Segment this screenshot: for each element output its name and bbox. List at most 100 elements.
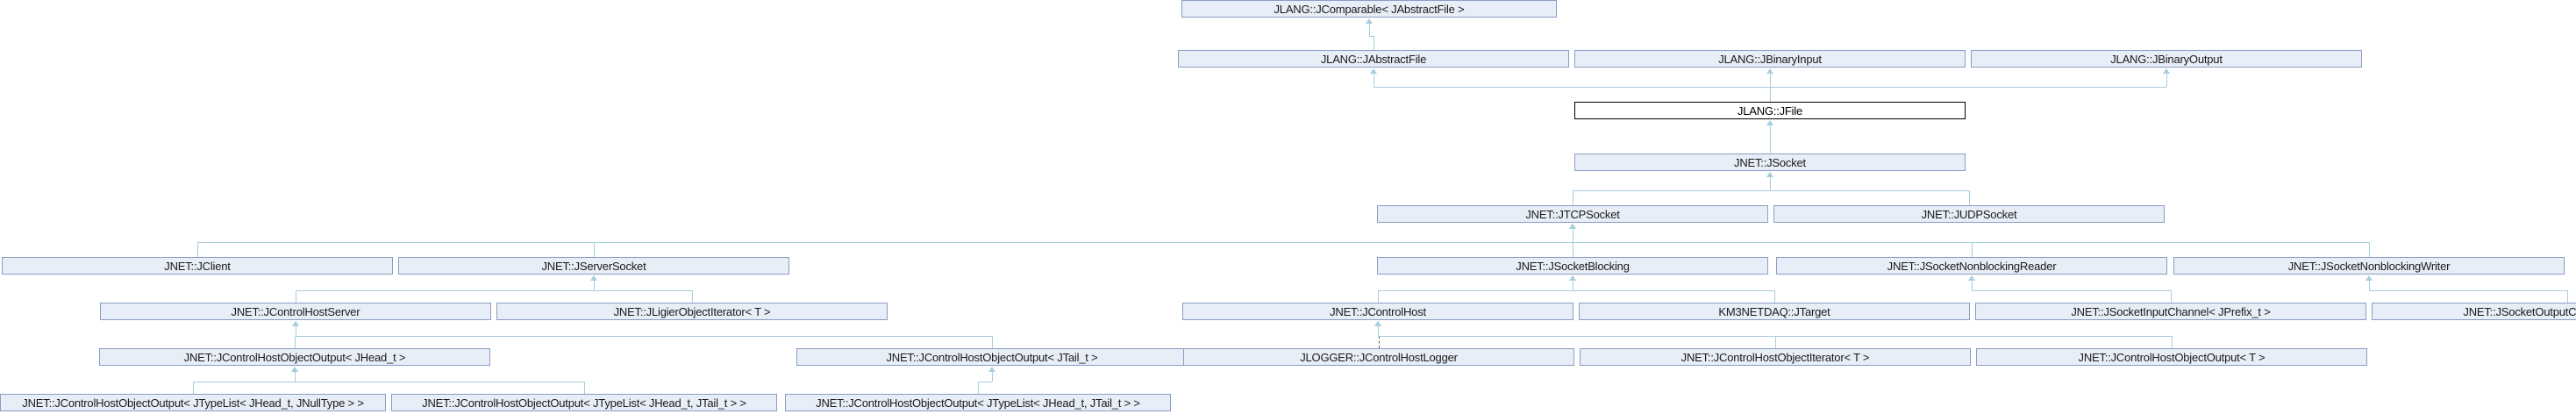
edge-segment <box>2369 242 2370 257</box>
class-node-n24[interactable]: JNET::JControlHostObjectOutput< JTypeLis… <box>0 394 386 411</box>
class-node-label: JNET::JControlHost <box>1330 304 1426 318</box>
class-node-label: JNET::JLigierObjectIterator< T > <box>613 304 771 318</box>
edge-segment <box>978 382 979 394</box>
class-node-label: JNET::JClient <box>164 259 231 273</box>
edge-segment <box>594 242 1573 243</box>
edge-segment <box>584 382 585 394</box>
class-node-n19[interactable]: JNET::JControlHostObjectOutput< JHead_t … <box>99 348 490 366</box>
class-node-n16[interactable]: KM3NETDAQ::JTarget <box>1579 303 1970 320</box>
edge-segment <box>1774 290 1775 303</box>
class-node-label: KM3NETDAQ::JTarget <box>1718 304 1830 318</box>
class-node-label: JNET::JControlHostObjectOutput< JHead_t … <box>183 350 406 364</box>
inheritance-arrow <box>2163 68 2170 74</box>
class-node-n23[interactable]: JNET::JControlHostObjectOutput< T > <box>1976 348 2367 366</box>
edge-segment <box>692 290 693 303</box>
class-node-n7[interactable]: JNET::JUDPSocket <box>1773 205 2165 223</box>
class-node-label: JNET::JControlHostObjectOutput< JTypeLis… <box>422 396 746 410</box>
class-node-n3[interactable]: JLANG::JBinaryOutput <box>1971 50 2362 68</box>
class-node-n20[interactable]: JNET::JControlHostObjectOutput< JTail_t … <box>796 348 1188 366</box>
edge-segment <box>992 336 993 348</box>
edge-segment <box>1972 280 1973 290</box>
inheritance-arrow <box>1374 321 1381 326</box>
edge-segment <box>2171 290 2172 303</box>
inheritance-arrow <box>1766 68 1773 74</box>
edge-segment <box>1972 242 1973 257</box>
edge-segment <box>1369 36 1374 37</box>
edge-segment <box>296 336 992 337</box>
class-node-n12[interactable]: JNET::JSocketNonblockingWriter <box>2173 257 2565 275</box>
class-node-n21[interactable]: JLOGGER::JControlHostLogger <box>1183 348 1574 366</box>
class-node-n9[interactable]: JNET::JServerSocket <box>398 257 789 275</box>
class-node-n13[interactable]: JNET::JControlHostServer <box>100 303 491 320</box>
edge-segment <box>992 371 993 382</box>
edge-segment <box>1573 242 2369 243</box>
class-node-n10[interactable]: JNET::JSocketBlocking <box>1377 257 1768 275</box>
class-node-n15[interactable]: JNET::JControlHost <box>1182 303 1573 320</box>
edge-segment <box>2369 280 2370 290</box>
edge-segment <box>1378 290 1573 291</box>
class-node-label: JLANG::JBinaryInput <box>1718 52 1822 66</box>
class-node-label: JNET::JControlHostObjectOutput< JTail_t … <box>886 350 1098 364</box>
edge-segment <box>594 280 595 290</box>
inheritance-arrow <box>291 367 298 372</box>
edge-segment <box>2172 336 2173 348</box>
class-node-label: JNET::JSocketInputChannel< JPrefix_t > <box>2071 304 2271 318</box>
inheritance-arrow <box>590 275 597 281</box>
edge-segment <box>1573 290 1774 291</box>
inheritance-arrow <box>1766 172 1773 177</box>
edge-segment <box>1770 73 1771 87</box>
class-node-label: JNET::JControlHostServer <box>231 304 360 318</box>
edge-segment <box>295 371 296 382</box>
edge-segment <box>2567 290 2568 303</box>
class-node-label: JNET::JSocketNonblockingWriter <box>2287 259 2451 273</box>
class-node-n11[interactable]: JNET::JSocketNonblockingReader <box>1776 257 2167 275</box>
inheritance-arrow <box>1370 68 1377 74</box>
class-node-n25[interactable]: JNET::JControlHostObjectOutput< JTypeLis… <box>391 394 777 411</box>
edge-segment <box>1374 87 1770 88</box>
edge-segment <box>197 242 198 257</box>
class-node-label: JNET::JSocket <box>1734 155 1806 169</box>
edge-segment <box>1573 190 1770 191</box>
inheritance-arrow <box>1569 275 1576 281</box>
edge-segment <box>1770 125 1771 139</box>
edge-segment <box>1770 87 2166 88</box>
class-node-n17[interactable]: JNET::JSocketInputChannel< JPrefix_t > <box>1975 303 2366 320</box>
edge-segment <box>594 290 692 291</box>
inheritance-arrow <box>1366 18 1373 24</box>
class-node-n26[interactable]: JNET::JControlHostObjectOutput< JTypeLis… <box>785 394 1171 411</box>
class-node-label: JNET::JControlHostObjectIterator< T > <box>1680 350 1870 364</box>
class-node-label: JLANG::JFile <box>1737 104 1803 118</box>
class-node-label: JNET::JControlHostObjectOutput< T > <box>2078 350 2266 364</box>
inheritance-arrow <box>1766 120 1773 125</box>
edge-segment <box>2369 290 2567 291</box>
class-node-n14[interactable]: JNET::JLigierObjectIterator< T > <box>496 303 888 320</box>
edge-segment <box>295 336 296 348</box>
inheritance-arrow <box>1569 224 1576 229</box>
edge-segment <box>594 242 595 257</box>
class-node-label: JLOGGER::JControlHostLogger <box>1300 350 1458 364</box>
class-node-n4[interactable]: JLANG::JFile <box>1574 102 1966 119</box>
edge-segment <box>1378 325 1379 336</box>
edge-segment <box>1378 336 2172 337</box>
edge-segment <box>1369 23 1370 36</box>
class-node-n1[interactable]: JLANG::JAbstractFile <box>1178 50 1569 68</box>
edge-segment <box>1969 190 1970 205</box>
class-node-n18[interactable]: JNET::JSocketOutputChannel< JPrefix_t > <box>2372 303 2576 320</box>
inheritance-arrow <box>1968 275 1975 281</box>
class-node-label: JNET::JSocketBlocking <box>1516 259 1630 273</box>
class-node-label: JNET::JUDPSocket <box>1921 207 2017 221</box>
class-node-n0[interactable]: JLANG::JComparable< JAbstractFile > <box>1181 0 1557 18</box>
class-node-n22[interactable]: JNET::JControlHostObjectIterator< T > <box>1580 348 1971 366</box>
class-node-n8[interactable]: JNET::JClient <box>2 257 393 275</box>
class-node-label: JNET::JTCPSocket <box>1525 207 1620 221</box>
class-node-n5[interactable]: JNET::JSocket <box>1574 153 1966 171</box>
class-node-n6[interactable]: JNET::JTCPSocket <box>1377 205 1768 223</box>
edge-segment <box>1972 290 2171 291</box>
class-node-label: JLANG::JAbstractFile <box>1320 52 1427 66</box>
class-node-label: JNET::JServerSocket <box>541 259 646 273</box>
class-node-n2[interactable]: JLANG::JBinaryInput <box>1574 50 1966 68</box>
edge-segment <box>1770 190 1969 191</box>
edge-segment <box>1770 87 1771 102</box>
edge-segment <box>1770 139 1771 153</box>
